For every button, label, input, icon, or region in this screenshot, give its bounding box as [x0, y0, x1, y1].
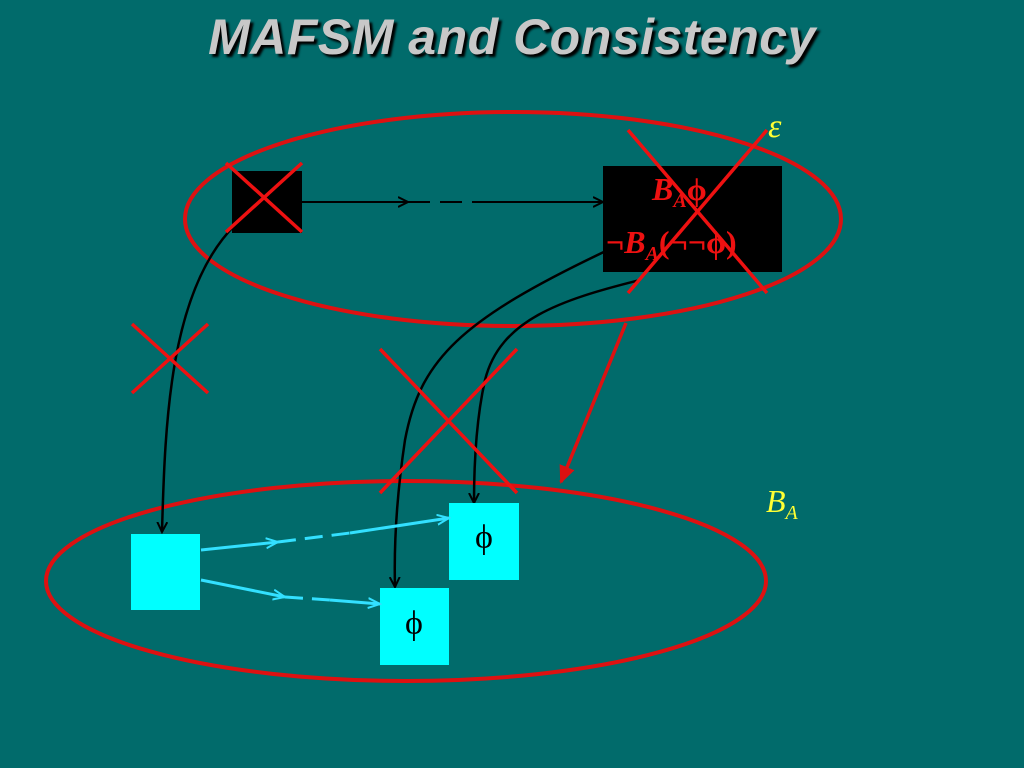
formula-neg-ba-negneg-phi: ¬BA(¬¬ϕ) — [606, 224, 737, 265]
left-down-arrow — [162, 224, 236, 532]
phi-upper-label: ϕ — [475, 519, 493, 556]
upper-phi-box — [449, 503, 519, 580]
red-projection-arrow — [559, 322, 628, 484]
cross-left-arrow — [130, 322, 210, 395]
cyan-arrow-upper — [200, 518, 449, 552]
formula-ba-phi: BAϕ — [651, 171, 707, 212]
formula2-sub: A — [644, 243, 659, 265]
formula2-rest: (¬¬ϕ) — [659, 224, 737, 260]
arrow-to-upper-phi — [474, 278, 641, 503]
upper-ellipse — [183, 110, 843, 328]
formula1-sub: A — [671, 190, 686, 212]
lower-left-cyan-box — [131, 534, 200, 610]
cyan-arrow-lower — [200, 578, 380, 604]
lower-ellipse — [44, 479, 768, 683]
slide-title: MAFSM and Consistency — [208, 9, 816, 65]
ba-label-main: B — [766, 483, 786, 519]
formula1-b: B — [651, 171, 673, 207]
cross-upper-right-box — [626, 128, 769, 295]
formula1-phi: ϕ — [687, 171, 707, 207]
arrow-to-lower-phi — [395, 248, 609, 587]
cross-middle-arrows — [378, 347, 519, 495]
epsilon-label: ε — [768, 108, 782, 145]
ba-label-sub: A — [784, 502, 799, 524]
phi-lower-label: ϕ — [405, 605, 423, 642]
ba-label: BA — [766, 483, 799, 524]
formula2-b: B — [623, 224, 645, 260]
cross-upper-left-box — [224, 161, 304, 234]
formula2-neg: ¬ — [606, 224, 624, 260]
lower-phi-box — [380, 588, 449, 665]
